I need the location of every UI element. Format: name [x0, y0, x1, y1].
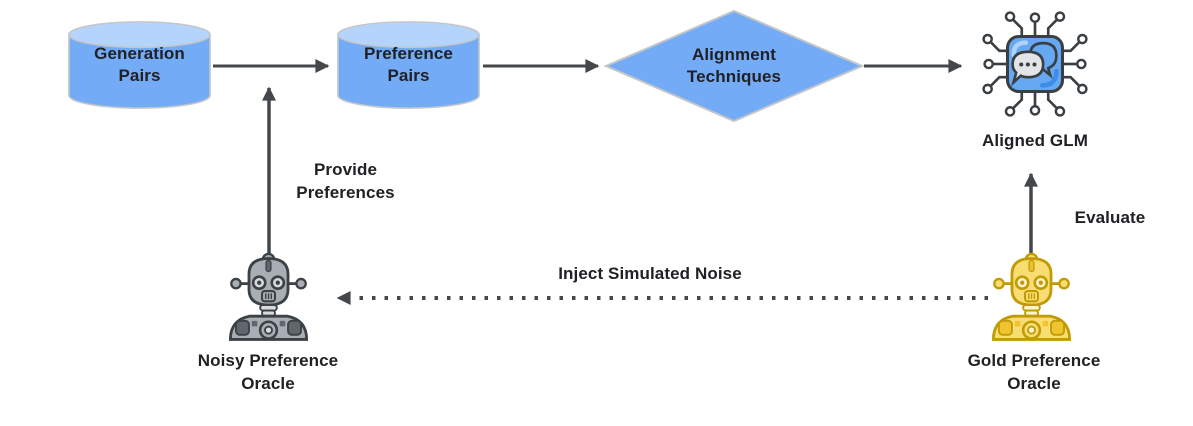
node-label-noisy-oracle: Noisy Preference Oracle — [197, 351, 339, 393]
node-label-gold-oracle: Gold Preference Oracle — [967, 351, 1101, 393]
cylinder-shape — [337, 21, 480, 109]
cylinder-shape — [68, 21, 211, 109]
node-preference-pairs: Preference Pairs — [335, 19, 482, 111]
node-alignment-techniques: Alignment Techniques — [604, 9, 864, 123]
edge-label-inject-noise: Inject Simulated Noise — [558, 264, 742, 283]
diamond-shape — [604, 9, 864, 123]
robot-icon — [222, 252, 315, 345]
node-label-alignment-techniques: Alignment Techniques — [686, 45, 782, 86]
node-generation-pairs: Generation Pairs — [66, 19, 213, 111]
edge-label-provide-preferences: Provide Preferences — [296, 160, 395, 202]
chip-chat-icon — [979, 8, 1091, 120]
node-label-preference-pairs: Preference Pairs — [364, 44, 453, 85]
node-label-generation-pairs: Generation Pairs — [94, 44, 185, 85]
robot-icon — [985, 252, 1078, 345]
node-label-aligned-glm: Aligned GLM — [982, 131, 1088, 150]
edge-label-evaluate: Evaluate — [1074, 208, 1146, 227]
